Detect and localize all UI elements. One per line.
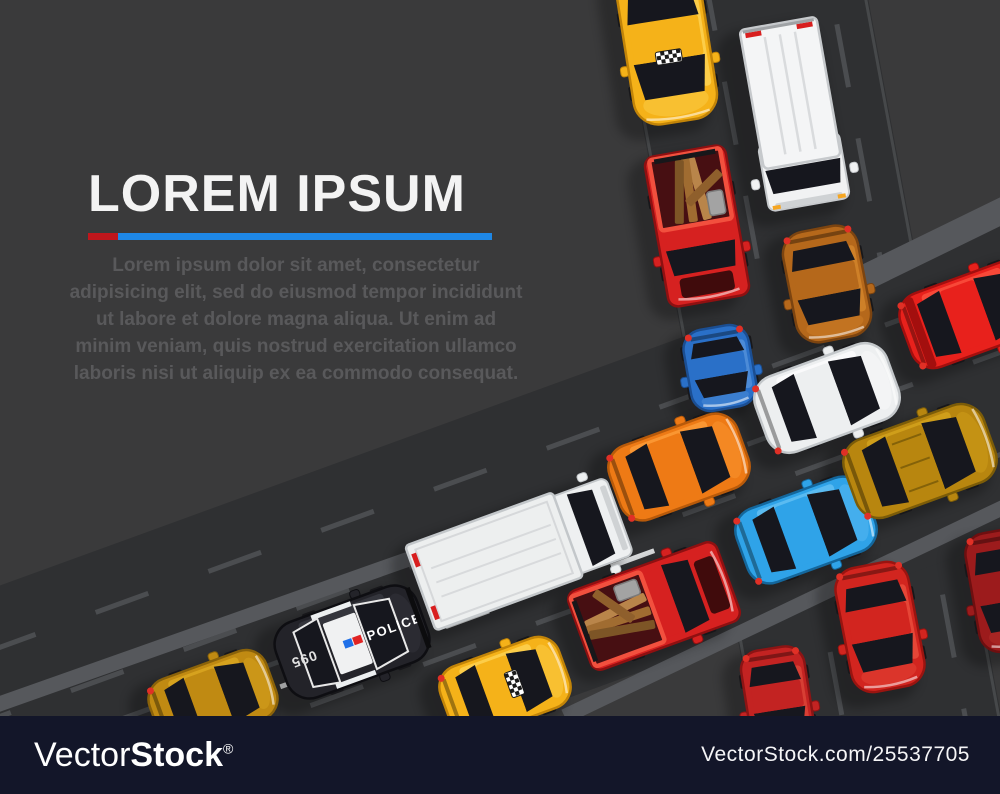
- title-underline: [88, 233, 492, 240]
- rear-marker: [796, 21, 813, 30]
- lumber-planks: [674, 157, 723, 224]
- taxi-checker-sign: [503, 669, 525, 698]
- body-text: Lorem ipsum dolor sit amet, consectetur …: [69, 255, 523, 384]
- headlight: [837, 193, 847, 199]
- vehicle-amber-car: [781, 224, 876, 344]
- vectorstock-logo: VectorStock®: [34, 735, 234, 774]
- watermark-bar: VectorStock® VectorStock.com/25537705: [0, 716, 1000, 794]
- watermark-url: VectorStock.com/25537705: [701, 743, 970, 766]
- shoulder-strip-left: [0, 551, 412, 717]
- cargo-sack: [706, 189, 727, 217]
- shoulder-strip-bottom-right: [561, 496, 1000, 724]
- lumber-planks: [584, 589, 656, 640]
- vehicle-blue-compact-car: [680, 323, 763, 413]
- rear-marker: [411, 552, 421, 568]
- vehicle-red-car-bottom-right: [834, 560, 929, 694]
- vehicle-pickup-truck-top: [643, 144, 752, 308]
- vehicle-orange-car: [606, 412, 751, 522]
- page-title: LOREM IPSUM: [88, 165, 466, 223]
- vehicle-taxi-top: [615, 0, 721, 126]
- rear-marker: [745, 30, 762, 39]
- vehicle-red-sports-car: [897, 258, 1000, 370]
- title-underline-red: [88, 233, 118, 240]
- vehicle-box-truck: [738, 16, 859, 212]
- vehicle-taxi-diag: [437, 635, 572, 739]
- headlight: [772, 204, 782, 211]
- hero-text-block: LOREM IPSUM Lorem ipsum dolor sit amet, …: [68, 168, 524, 387]
- taxi-checker-sign: [654, 48, 683, 66]
- registered-mark-icon: ®: [222, 740, 234, 757]
- vehicle-white-car: [752, 341, 901, 455]
- vehicle-khaki-wagon: [840, 402, 998, 520]
- vehicle-dark-red-edge-car: [964, 526, 1000, 654]
- title-underline-blue: [118, 233, 492, 240]
- vehicle-sky-blue-car: [733, 475, 878, 585]
- lightbar-blue: [342, 638, 354, 649]
- cargo-sack: [613, 578, 642, 602]
- shoulder-band-top-right: [847, 194, 1000, 296]
- vehicle-flatbed-truck: [404, 472, 633, 631]
- rear-marker: [430, 605, 440, 621]
- vehicle-pickup-truck-diag: [566, 541, 742, 671]
- lane-marking: [0, 186, 1000, 732]
- lightbar-red: [352, 634, 364, 646]
